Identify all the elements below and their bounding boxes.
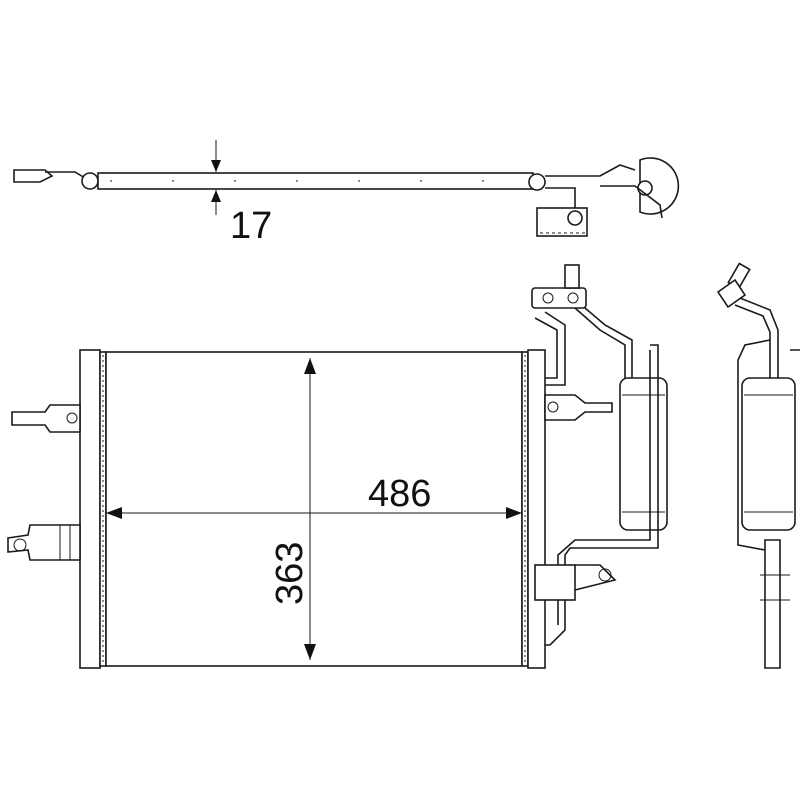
front-view: 486 363	[7, 264, 668, 669]
side-view	[716, 262, 800, 669]
height-dimension-label: 363	[269, 542, 311, 605]
thickness-dimension-label: 17	[230, 205, 272, 247]
top-view: 17	[13, 140, 680, 247]
width-dimension-label: 486	[368, 473, 431, 515]
